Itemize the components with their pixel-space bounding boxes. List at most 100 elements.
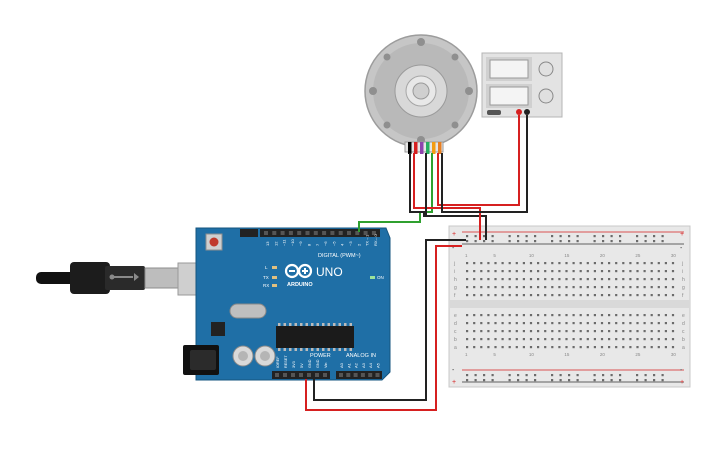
- breadboard-hole[interactable]: [522, 338, 525, 341]
- breadboard-hole[interactable]: [579, 346, 582, 349]
- rail-hole[interactable]: [568, 240, 571, 243]
- breadboard-hole[interactable]: [551, 346, 554, 349]
- breadboard-hole[interactable]: [664, 278, 667, 281]
- rail-hole[interactable]: [491, 235, 494, 238]
- wire-black-psu[interactable]: [441, 115, 528, 213]
- breadboard-hole[interactable]: [622, 278, 625, 281]
- breadboard-hole[interactable]: [565, 338, 568, 341]
- breadboard-hole[interactable]: [466, 262, 469, 265]
- breadboard-hole[interactable]: [558, 314, 561, 317]
- breadboard-hole[interactable]: [487, 294, 490, 297]
- breadboard-hole[interactable]: [551, 314, 554, 317]
- breadboard-hole[interactable]: [572, 346, 575, 349]
- power-pin-header[interactable]: [272, 371, 330, 379]
- rail-hole[interactable]: [525, 240, 528, 243]
- breadboard-hole[interactable]: [473, 286, 476, 289]
- rail-hole[interactable]: [474, 235, 477, 238]
- breadboard-hole[interactable]: [622, 314, 625, 317]
- rail-hole[interactable]: [517, 379, 520, 382]
- breadboard-hole[interactable]: [551, 278, 554, 281]
- breadboard-hole[interactable]: [586, 286, 589, 289]
- breadboard-hole[interactable]: [586, 322, 589, 325]
- breadboard-hole[interactable]: [473, 330, 476, 333]
- breadboard-hole[interactable]: [657, 278, 660, 281]
- digital-pin-hole[interactable]: [363, 231, 368, 235]
- breadboard-hole[interactable]: [650, 294, 653, 297]
- breadboard-hole[interactable]: [466, 330, 469, 333]
- breadboard-hole[interactable]: [480, 330, 483, 333]
- breadboard-hole[interactable]: [501, 314, 504, 317]
- breadboard-hole[interactable]: [501, 294, 504, 297]
- breadboard-hole[interactable]: [565, 314, 568, 317]
- breadboard-hole[interactable]: [522, 346, 525, 349]
- breadboard-hole[interactable]: [480, 262, 483, 265]
- breadboard-hole[interactable]: [480, 338, 483, 341]
- breadboard-hole[interactable]: [615, 294, 618, 297]
- breadboard-hole[interactable]: [600, 262, 604, 265]
- wire-green-signal[interactable]: [358, 153, 433, 232]
- breadboard-hole[interactable]: [480, 270, 483, 273]
- breadboard-hole[interactable]: [671, 314, 675, 317]
- rail-hole[interactable]: [619, 240, 622, 243]
- rail-hole[interactable]: [644, 240, 647, 243]
- breadboard-hole[interactable]: [615, 338, 618, 341]
- breadboard-hole[interactable]: [494, 338, 497, 341]
- breadboard-hole[interactable]: [657, 346, 660, 349]
- wire-red-5v[interactable]: [305, 245, 462, 411]
- wire-black-gnd[interactable]: [313, 239, 466, 401]
- rail-hole[interactable]: [559, 374, 562, 377]
- breadboard-hole[interactable]: [466, 286, 469, 289]
- rail-hole[interactable]: [619, 235, 622, 238]
- breadboard-hole[interactable]: [615, 346, 618, 349]
- breadboard-hole[interactable]: [586, 278, 589, 281]
- breadboard-hole[interactable]: [579, 338, 582, 341]
- rail-hole[interactable]: [474, 374, 477, 377]
- breadboard-hole[interactable]: [593, 270, 596, 273]
- breadboard-hole[interactable]: [544, 294, 547, 297]
- rail-hole[interactable]: [551, 374, 554, 377]
- breadboard-hole[interactable]: [572, 286, 575, 289]
- breadboard-hole[interactable]: [565, 346, 568, 349]
- breadboard-hole[interactable]: [629, 338, 632, 341]
- encoder-motor[interactable]: [364, 34, 478, 154]
- breadboard-hole[interactable]: [487, 286, 490, 289]
- breadboard-hole[interactable]: [508, 270, 511, 273]
- digital-pin-hole[interactable]: [264, 231, 268, 235]
- breadboard-hole[interactable]: [657, 262, 660, 265]
- breadboard-hole[interactable]: [643, 262, 646, 265]
- breadboard-hole[interactable]: [480, 346, 483, 349]
- breadboard-hole[interactable]: [466, 270, 469, 273]
- rail-hole[interactable]: [508, 379, 511, 382]
- breadboard-hole[interactable]: [473, 270, 476, 273]
- rail-hole[interactable]: [559, 235, 562, 238]
- rail-hole[interactable]: [636, 235, 639, 238]
- breadboard-hole[interactable]: [537, 278, 540, 281]
- breadboard-hole[interactable]: [544, 286, 547, 289]
- breadboard-hole[interactable]: [508, 330, 511, 333]
- breadboard-hole[interactable]: [487, 278, 490, 281]
- breadboard-hole[interactable]: [537, 338, 540, 341]
- breadboard-hole[interactable]: [473, 294, 476, 297]
- breadboard-hole[interactable]: [558, 330, 561, 333]
- breadboard-hole[interactable]: [551, 270, 554, 273]
- breadboard-hole[interactable]: [622, 322, 625, 325]
- breadboard-hole[interactable]: [657, 286, 660, 289]
- rail-hole[interactable]: [576, 374, 579, 377]
- rail-hole[interactable]: [576, 235, 579, 238]
- breadboard-hole[interactable]: [636, 294, 639, 297]
- breadboard-hole[interactable]: [544, 314, 547, 317]
- breadboard-hole[interactable]: [565, 294, 568, 297]
- rail-hole[interactable]: [466, 374, 469, 377]
- breadboard-hole[interactable]: [529, 262, 533, 265]
- breadboard-hole[interactable]: [664, 322, 667, 325]
- breadboard-hole[interactable]: [608, 270, 611, 273]
- breadboard-hole[interactable]: [501, 262, 504, 265]
- breadboard-hole[interactable]: [466, 322, 469, 325]
- breadboard-hole[interactable]: [600, 322, 604, 325]
- breadboard-hole[interactable]: [636, 278, 639, 281]
- breadboard-hole[interactable]: [636, 330, 639, 333]
- breadboard-hole[interactable]: [586, 314, 589, 317]
- breadboard-hole[interactable]: [508, 346, 511, 349]
- rail-hole[interactable]: [610, 379, 613, 382]
